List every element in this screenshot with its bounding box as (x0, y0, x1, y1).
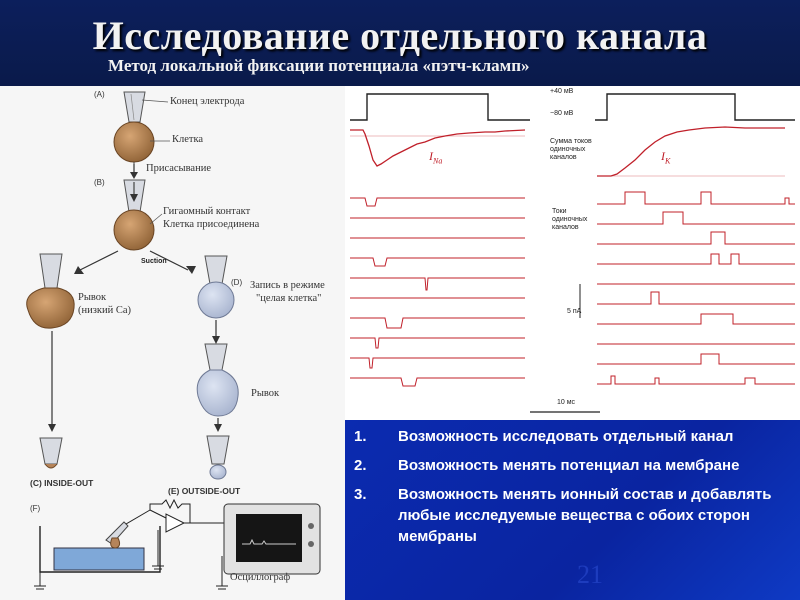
page-number: 21 (577, 560, 603, 589)
label-cell: Клетка (172, 134, 204, 145)
label-suction-en: Suction (141, 258, 167, 265)
label-scale-time: 10 мс (557, 399, 576, 406)
oscilloscope-screen (236, 514, 302, 562)
stage-c-detached-cell (26, 287, 75, 329)
label-b: (B) (94, 178, 105, 187)
sum-current-na-trace (350, 129, 526, 167)
stage-e-pulling-cell (196, 369, 239, 417)
list-item: 1.Возможность исследовать отдельный кана… (354, 428, 734, 445)
list-item: 2.Возможность менять потенциал на мембра… (354, 457, 740, 474)
page-title: Исследование отдельного канала (92, 13, 708, 58)
label-a: (A) (94, 90, 105, 99)
label-sum-currents-2: одиночных (550, 146, 586, 153)
stage-b-cell (113, 209, 155, 251)
label-pull: Рывок (251, 388, 280, 399)
title-bar: Исследование отдельного канала Метод лок… (0, 0, 800, 86)
label-plus40mv: +40 мВ (550, 88, 574, 95)
label-single-currents-1: Токи (552, 208, 567, 215)
label-whole-cell-1: Запись в режиме (250, 280, 325, 291)
recording-traces-panel: +40 мВ −80 мВ Сумма токов одиночных кана… (345, 86, 800, 420)
stage-a-electrode (123, 91, 169, 123)
label-electrode-tip: Конец электрода (170, 96, 245, 107)
label-sum-currents-3: каналов (550, 154, 577, 161)
label-scale-current: 5 пА (567, 308, 582, 315)
label-oscilloscope: Осциллограф (230, 572, 291, 583)
amplifier-symbol (165, 513, 186, 533)
patch-clamp-drawing (26, 91, 321, 590)
patch-clamp-diagram: (A) Конец электрода Клетка Присасывание … (0, 86, 345, 600)
advantages-list: 1.Возможность исследовать отдельный кана… (345, 426, 800, 555)
sum-current-k-trace (597, 126, 785, 177)
page-subtitle: Метод локальной фиксации потенциала «пэт… (108, 56, 530, 75)
label-ik: IK (661, 149, 671, 166)
label-pull-low-ca-2: (низкий Са) (78, 305, 132, 316)
label-d: (D) (231, 278, 243, 287)
label-single-currents-2: одиночных (552, 216, 588, 223)
label-gigaohm-1: Гигаомный контакт (163, 206, 251, 217)
label-inside-out: (C) INSIDE-OUT (30, 478, 94, 488)
recording-setup (34, 498, 321, 590)
label-gigaohm-2: Клетка присоединена (163, 219, 260, 230)
stage-a-cell (113, 121, 155, 163)
label-f: (F) (30, 504, 41, 513)
label-outside-out: (E) OUTSIDE-OUT (168, 486, 241, 496)
single-na-traces (350, 197, 525, 387)
label-single-currents-3: каналов (552, 224, 579, 231)
label-ina: INa (429, 149, 443, 166)
single-k-traces (597, 191, 795, 385)
recording-traces (350, 93, 795, 413)
label-sum-currents-1: Сумма токов (550, 138, 592, 145)
advantages-box: 1.Возможность исследовать отдельный кана… (345, 420, 800, 600)
stage-d-whole-cell (197, 281, 235, 319)
label-whole-cell-2: "целая клетка" (256, 293, 322, 304)
label-suction-ru: Присасывание (146, 163, 211, 174)
label-minus80mv: −80 мВ (550, 110, 574, 117)
label-pull-low-ca-1: Рывок (78, 292, 107, 303)
list-item: 3.Возможность менять ионный состав и доб… (354, 486, 772, 545)
